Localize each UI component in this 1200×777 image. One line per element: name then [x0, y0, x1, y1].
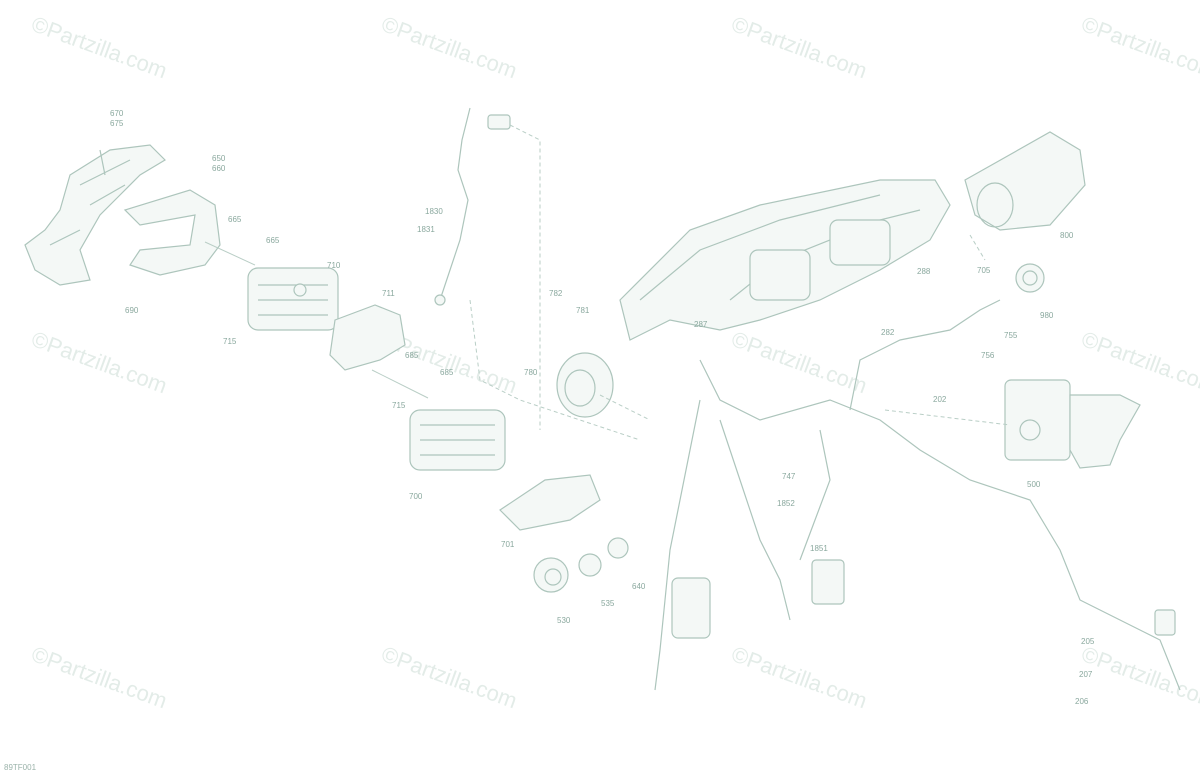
control-module-part: [1004, 379, 1141, 469]
callout-label: 685: [405, 351, 419, 360]
callout-label: 500: [1027, 480, 1041, 489]
callout-label: 640: [632, 582, 646, 591]
watermark: ©Partzilla.com: [728, 11, 870, 83]
callout-label: 715: [223, 337, 237, 346]
callout-label: 782: [549, 289, 563, 298]
watermark: ©Partzilla.com: [378, 641, 520, 713]
watermark: ©Partzilla.com: [1078, 11, 1200, 83]
callout-label: 711: [382, 289, 395, 298]
callout-label: 1852: [777, 499, 795, 508]
callout-label: 670: [110, 109, 124, 118]
bolt-part: [371, 369, 429, 399]
callout-label: 756: [981, 351, 995, 360]
watermark: ©Partzilla.com: [728, 641, 870, 713]
caliper-lower-part: [409, 409, 506, 471]
callout-label: 705: [977, 266, 991, 275]
callout-label: 650: [212, 154, 226, 163]
callout-label: 207: [1079, 670, 1093, 679]
callout-label: 206: [1075, 697, 1089, 706]
callout-label: 747: [782, 472, 796, 481]
cover-part: [964, 131, 1086, 231]
watermark: ©Partzilla.com: [1078, 326, 1200, 398]
callout-label: 800: [1060, 231, 1074, 240]
callout-label: 980: [1040, 311, 1054, 320]
caliper-upper-part: [247, 267, 339, 331]
wiring-harness-part: [654, 299, 1181, 691]
watermark: ©Partzilla.com: [1078, 641, 1200, 713]
horn-part: [556, 352, 614, 418]
callout-label: 685: [440, 368, 454, 377]
callout-label: 781: [576, 306, 590, 315]
callout-label: 675: [110, 119, 124, 128]
callout-label: 530: [557, 616, 571, 625]
bolt-part: [204, 241, 256, 266]
watermark: ©Partzilla.com: [28, 11, 170, 83]
headlamp-fairing-part: [619, 179, 951, 341]
callout-label: 710: [327, 261, 341, 270]
callout-label: 780: [524, 368, 538, 377]
callout-label: 690: [125, 306, 139, 315]
callout-label: 701: [501, 540, 515, 549]
callout-label: 535: [601, 599, 615, 608]
leader-dashed: [469, 124, 641, 441]
watermark: ©Partzilla.com: [28, 641, 170, 713]
callout-label: 1831: [417, 225, 435, 234]
callout-label: 288: [917, 267, 931, 276]
upper-bracket-part: [24, 144, 166, 286]
figure-code: 89TF001: [4, 763, 37, 772]
callout-label: 205: [1081, 637, 1095, 646]
callout-label: 660: [212, 164, 226, 173]
callout-label: 665: [228, 215, 242, 224]
strap-part: [123, 189, 221, 276]
watermark: ©Partzilla.com: [28, 326, 170, 398]
parts-drawings: [24, 107, 1181, 691]
wheel-speed-sensor-part: [434, 107, 511, 306]
callout-label: 282: [881, 328, 895, 337]
callout-label: 1830: [425, 207, 443, 216]
ignition-part: [1015, 263, 1045, 293]
callout-label: 665: [266, 236, 280, 245]
watermark: ©Partzilla.com: [728, 326, 870, 398]
callout-label: 1851: [810, 544, 828, 553]
callout-label: 700: [409, 492, 423, 501]
callout-label: 755: [1004, 331, 1018, 340]
caliper-mount-lower-part: [499, 474, 601, 531]
callout-label: 715: [392, 401, 406, 410]
watermark: ©Partzilla.com: [378, 11, 520, 83]
callout-label: 202: [933, 395, 947, 404]
part-callouts: 670 675 650 660 665 665 690 710 711 715 …: [110, 109, 1095, 706]
ring-parts: [533, 537, 629, 593]
caliper-mount-upper-part: [329, 304, 406, 371]
leader-dashed: [599, 234, 1011, 426]
callout-label: 287: [694, 320, 708, 329]
